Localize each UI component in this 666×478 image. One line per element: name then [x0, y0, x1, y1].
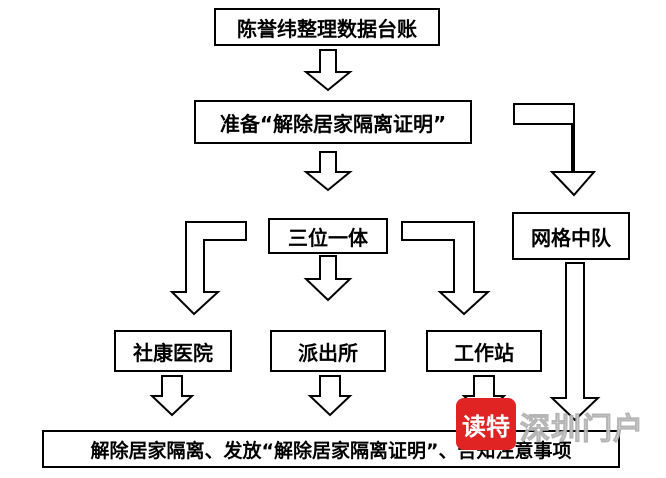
node-trinity-label: 三位一体	[288, 225, 368, 250]
node-clinic-label: 社康医院	[133, 340, 213, 365]
node-clinic: 社康医院	[114, 330, 232, 372]
node-workstation: 工作站	[426, 330, 542, 372]
node-police-label: 派出所	[298, 340, 358, 365]
node-prepare-label: 准备“解除居家隔离证明”	[219, 111, 447, 136]
node-grid: 网格中队	[512, 212, 630, 260]
node-final: 解除居家隔离、发放“解除居家隔离证明”、告知注意事项	[42, 430, 620, 468]
arrow-clinic-to-final	[149, 375, 195, 417]
node-trinity: 三位一体	[268, 218, 388, 254]
node-chen: 陈誉纬整理数据台账	[214, 8, 440, 46]
watermark-text: 深圳门户	[520, 412, 644, 448]
arrow-trinity-to-clinic	[169, 221, 247, 316]
node-grid-label: 网格中队	[531, 225, 611, 250]
arrow-prepare-to-grid	[513, 103, 597, 197]
arrow-chen-to-prepare	[303, 49, 353, 92]
node-prepare: 准备“解除居家隔离证明”	[194, 100, 472, 144]
node-police: 派出所	[270, 330, 386, 372]
arrow-grid-to-final	[549, 262, 601, 422]
arrow-police-to-final	[307, 375, 353, 417]
arrow-trinity-to-workstation	[401, 221, 491, 316]
watermark-badge: 读特	[456, 398, 516, 450]
arrow-prepare-to-trinity	[303, 151, 353, 192]
arrow-trinity-to-police	[303, 255, 353, 302]
node-workstation-label: 工作站	[454, 340, 514, 365]
watermark: 读特 深圳门户	[456, 398, 644, 450]
node-final-label: 解除居家隔离、发放“解除居家隔离证明”、告知注意事项	[90, 439, 572, 462]
node-chen-label: 陈誉纬整理数据台账	[237, 16, 417, 41]
